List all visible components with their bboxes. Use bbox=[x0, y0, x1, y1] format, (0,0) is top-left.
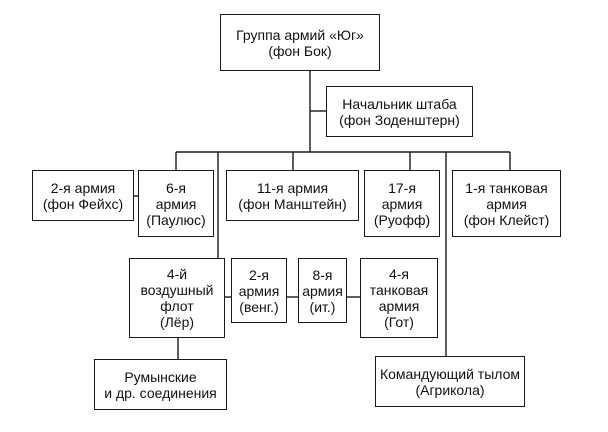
node-rear-commander: Командующий тылом (Агрикола) bbox=[375, 356, 525, 407]
node-army-6: 6-я армия (Паулюс) bbox=[138, 170, 214, 237]
node-army-2: 2-я армия (фон Фейхс) bbox=[32, 170, 134, 221]
node-panzer-1: 1-я танковая армия (фон Клейст) bbox=[452, 170, 561, 237]
node-panzer-4: 4-я танковая армия (Гот) bbox=[360, 258, 438, 338]
node-army-2-hungarian: 2-я армия (венг.) bbox=[231, 258, 287, 323]
node-air-fleet-4: 4-й воздушный флот (Лёр) bbox=[129, 258, 225, 338]
node-romanian: Румынские и др. соединения bbox=[94, 359, 227, 410]
node-chief-of-staff: Начальник штаба (фон Зоденштерн) bbox=[326, 86, 473, 137]
node-army-8-italian: 8-я армия (ит.) bbox=[298, 258, 347, 323]
node-army-group-south: Группа армий «Юг» (фон Бок) bbox=[220, 14, 380, 71]
node-army-17: 17-я армия (Руофф) bbox=[364, 170, 440, 237]
node-army-11: 11-я армия (фон Манштейн) bbox=[226, 170, 359, 221]
